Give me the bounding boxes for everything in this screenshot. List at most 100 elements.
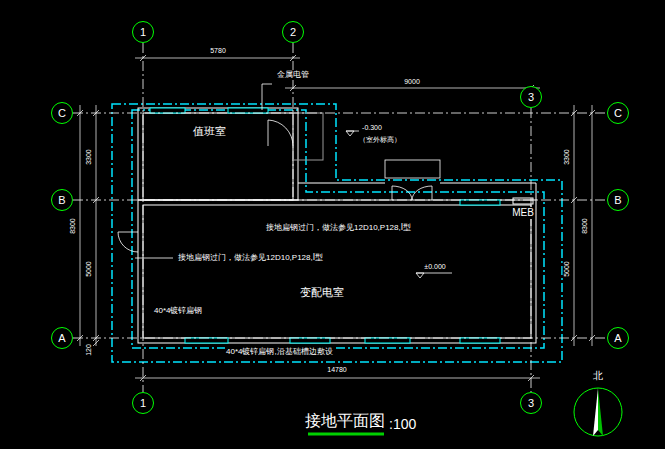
dimension-text: 120	[85, 343, 93, 357]
dimension-text: 8300	[581, 217, 589, 235]
dimension-text: 8300	[69, 217, 77, 235]
door	[118, 232, 138, 252]
north-label: 北	[592, 370, 604, 382]
grounding-strip	[112, 104, 562, 362]
room-name: 变配电室	[300, 286, 344, 298]
drawing-title: 接地平面图	[305, 412, 385, 430]
axis-number: A	[614, 332, 621, 344]
title-underline	[308, 433, 384, 436]
door	[268, 120, 293, 146]
meb-label: MEB	[511, 207, 535, 219]
dimension-text: 5780	[209, 47, 227, 55]
axis-bubble: 1	[132, 392, 154, 414]
axis-line	[531, 108, 532, 392]
wall-extension	[293, 113, 323, 160]
dimension-line	[135, 375, 540, 381]
north-arrow	[598, 388, 603, 436]
door	[118, 232, 138, 233]
dimension-line	[77, 55, 595, 381]
axis-line	[73, 338, 607, 339]
wall	[138, 200, 536, 343]
callout-note: 接地扁钢过门，做法参见12D10,P128,Ⅰ型	[177, 253, 324, 262]
axis-number: C	[58, 107, 66, 119]
wall	[298, 183, 536, 200]
wall-extension	[293, 113, 323, 160]
dimension-line	[571, 105, 577, 346]
meb-box	[513, 198, 533, 204]
axis-number: 3	[528, 91, 534, 103]
axis-number: B	[614, 194, 621, 206]
wall	[143, 113, 293, 200]
scale-text: :100	[388, 416, 417, 432]
grounding-strip	[132, 110, 544, 348]
axis-number: 1	[140, 26, 146, 38]
dimension-line	[135, 55, 300, 61]
level-value: ±0.000	[423, 263, 446, 271]
axis-bubble: 1	[132, 21, 154, 43]
dimension-line	[77, 105, 83, 346]
axis-line	[73, 113, 607, 114]
callout-note: 接地扁钢过门，做法参见12D10,P128,Ⅰ型	[265, 223, 412, 232]
door	[385, 160, 440, 178]
wall	[138, 108, 536, 343]
dimension-line	[589, 105, 595, 346]
north-arrow	[593, 388, 598, 436]
window	[150, 108, 500, 343]
level-value: -0.300	[361, 124, 383, 132]
callout-note: 40*4镀锌扁钢,沿基础槽边敷设	[225, 347, 334, 356]
axis-bubble: C	[607, 102, 629, 124]
leader-line	[262, 84, 272, 110]
axis-bubble: 3	[520, 392, 542, 414]
north-arrow	[574, 388, 622, 436]
window	[460, 338, 500, 343]
axis-number: B	[58, 194, 65, 206]
axis-line	[143, 43, 144, 392]
level-note: （室外标高）	[358, 136, 402, 144]
level-symbol	[416, 273, 424, 278]
axis-number: 2	[290, 26, 296, 38]
level-symbol	[416, 273, 452, 274]
axis-bubble: B	[51, 189, 73, 211]
axis-bubble: A	[607, 327, 629, 349]
axis-number: 3	[528, 397, 534, 409]
door	[135, 258, 173, 259]
level-symbol	[346, 131, 354, 136]
window	[365, 338, 410, 343]
dimension-text: 3300	[563, 148, 571, 166]
axis-bubble: B	[607, 189, 629, 211]
dimension-line	[93, 105, 99, 346]
dimension-text: 5000	[563, 260, 571, 278]
room-area: 值班室	[143, 113, 293, 200]
level-symbol	[346, 131, 452, 278]
axis-bubble: 2	[282, 21, 304, 43]
axis-number: 1	[140, 397, 146, 409]
axis-bubble: 3	[520, 86, 542, 108]
meb-box	[513, 198, 533, 204]
window	[185, 338, 228, 343]
dimension-text: 14780	[326, 366, 347, 374]
door	[118, 120, 440, 258]
axis-bubble: C	[51, 102, 73, 124]
axis-number: C	[614, 107, 622, 119]
axis-bubble: A	[51, 327, 73, 349]
wall	[138, 108, 298, 200]
dimension-text: 9000	[403, 78, 421, 86]
grounding-strip	[112, 104, 562, 362]
wall	[143, 205, 531, 338]
window	[290, 338, 330, 343]
dimension-text: 3300	[85, 148, 93, 166]
window	[150, 108, 185, 113]
level-symbol	[346, 131, 359, 132]
door	[268, 120, 269, 146]
door	[392, 186, 432, 200]
dimension-text: 5000	[85, 260, 93, 278]
room-name: 值班室	[193, 125, 226, 137]
axis-line	[73, 200, 607, 201]
callout-note: 40*4镀锌扁钢	[153, 306, 203, 315]
north-arrow	[574, 388, 622, 436]
axis-number: A	[58, 332, 65, 344]
leader-note: 金属电管	[276, 70, 310, 79]
window	[460, 200, 500, 205]
